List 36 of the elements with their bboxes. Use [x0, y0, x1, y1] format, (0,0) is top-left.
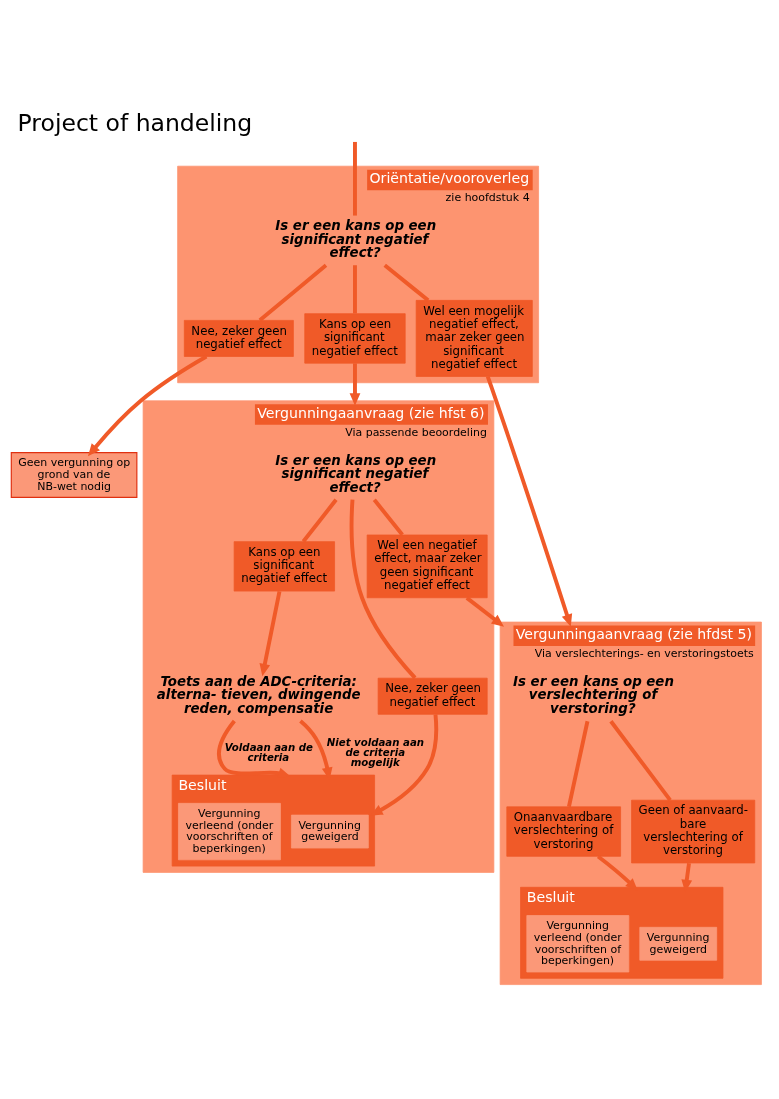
diagram-title: Project of handeling — [17, 108, 253, 137]
arrow — [596, 854, 638, 891]
node-box: Geen of aanvaard- bare verslechtering of verstoring — [631, 799, 756, 863]
edge-label: Voldaan aan de criteria — [224, 741, 313, 763]
node-box: Kans op een significant negatief effect — [233, 540, 335, 591]
arrow — [87, 354, 208, 456]
arrow — [259, 590, 282, 676]
node-box: Geen vergunning op grond van de NB-wet nodig — [10, 451, 138, 498]
node-text: Toets aan de ADC-criteria: alterna- tieven, dwingende reden, compensatie — [156, 673, 361, 716]
connector — [353, 264, 357, 313]
arrow — [465, 595, 504, 627]
connector — [258, 263, 328, 322]
edge-label: Niet voldaan aan de criteria mogelijk — [326, 736, 425, 768]
node-box: Vergunning geweigerd — [639, 926, 718, 961]
connector — [372, 498, 404, 536]
node-text: Is er een kans op een significant negatief effect? — [275, 452, 437, 495]
node-text: Is er een kans op een verslechtering of verstoring? — [513, 673, 674, 716]
connector — [353, 141, 357, 216]
connector — [383, 263, 430, 302]
node-box: Vergunning geweigerd — [291, 814, 369, 848]
connector — [567, 720, 590, 807]
node-box: Vergunning verleend (onder voorschriften of beperkingen) — [526, 914, 630, 972]
arrow — [485, 375, 573, 627]
connector — [349, 499, 417, 679]
arrow — [349, 362, 361, 406]
node-box: Nee, zeker geen negatief effect — [183, 319, 294, 357]
node-box: Nee, zeker geen negatief effect — [377, 677, 488, 715]
node-box: Onaanvaardbare verslechtering of verstoring — [506, 805, 621, 857]
arrow — [217, 719, 291, 778]
node-box: Wel een negatief effect, maar zeker geen significant negatief effect — [366, 534, 488, 598]
node-text: Is er een kans op een significant negatief effect? — [275, 217, 437, 260]
connector — [301, 498, 338, 543]
node-box: Kans op een significant negatief effect — [304, 312, 406, 364]
node-box: Wel een mogelijk negatief effect, maar zeker geen significant negatief effect — [415, 299, 533, 377]
connector — [609, 719, 672, 801]
node-box: Vergunning verleend (onder voorschriften of beperkingen) — [178, 802, 281, 860]
